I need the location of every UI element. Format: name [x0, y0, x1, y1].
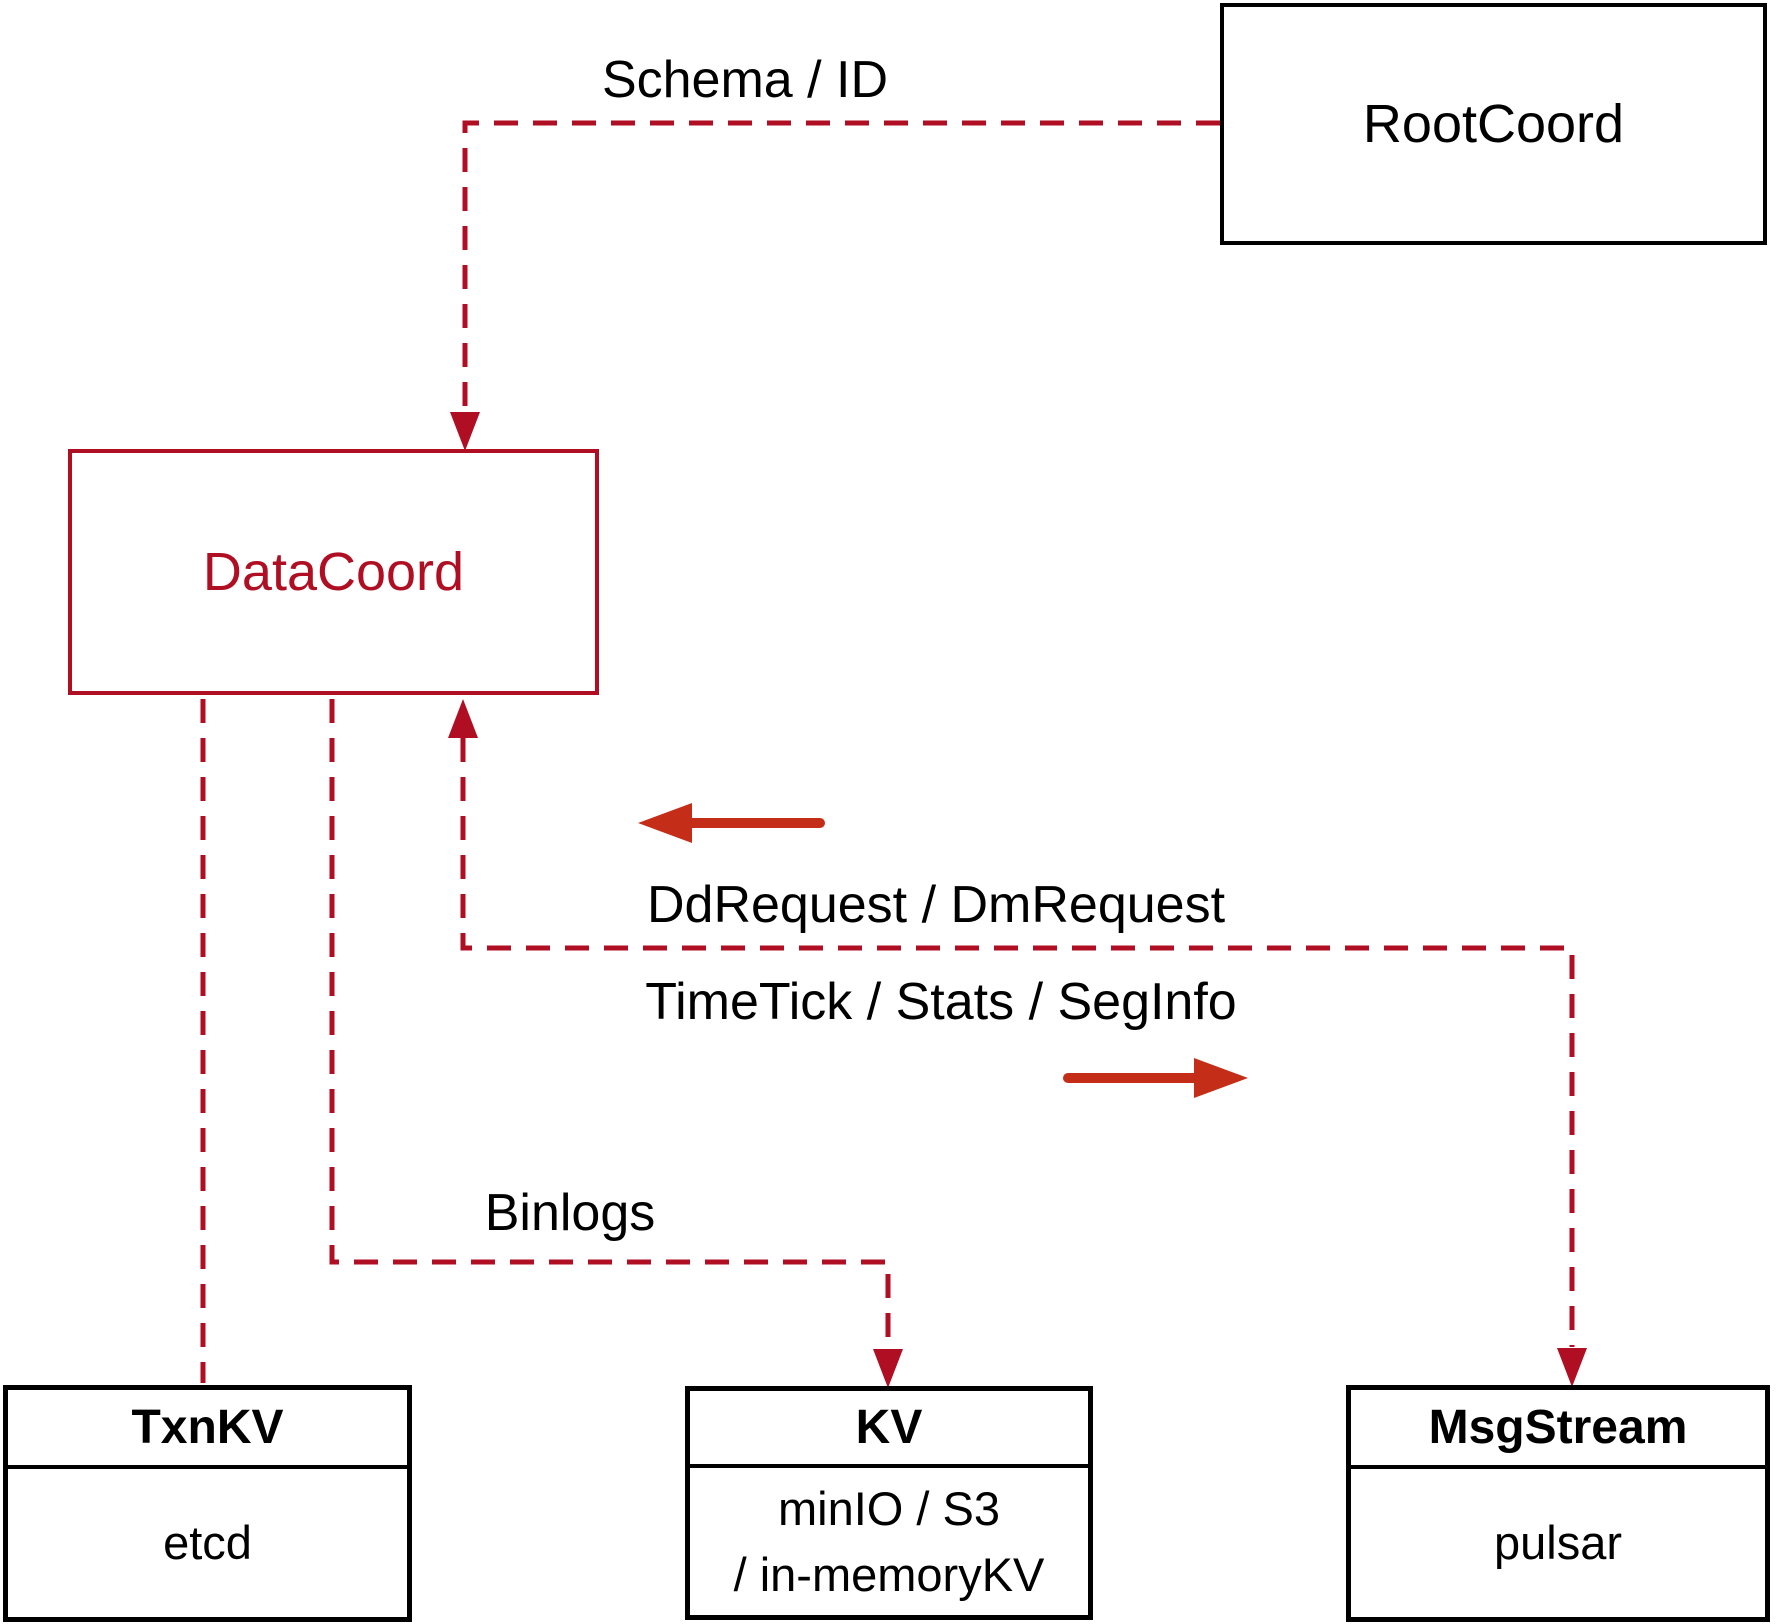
kv-header: KV: [690, 1391, 1088, 1468]
msgstream-title: MsgStream: [1428, 1401, 1688, 1454]
edge-ddrequest-timetick: [448, 699, 1587, 1387]
direction-arrow-right: [1063, 1058, 1248, 1098]
txnkv-body: etcd: [8, 1469, 407, 1617]
binlogs-label: Binlogs: [484, 1184, 656, 1242]
left-arrowhead-icon: [638, 803, 692, 843]
rootcoord-title: RootCoord: [1362, 94, 1625, 154]
kv-impl-line2: / in-memoryKV: [733, 1547, 1045, 1601]
ddrequest-dmrequest-label: DdRequest / DmRequest: [646, 876, 1226, 934]
kv-node: KV minIO / S3 / in-memoryKV: [685, 1386, 1093, 1620]
datacoord-title: DataCoord: [202, 542, 465, 602]
kv-body: minIO / S3 / in-memoryKV: [690, 1468, 1088, 1615]
msgstream-body: pulsar: [1351, 1469, 1765, 1617]
txnkv-title: TxnKV: [131, 1401, 284, 1454]
down-arrowhead-icon: [873, 1349, 903, 1388]
kv-impl-line1: minIO / S3: [777, 1481, 1000, 1535]
kv-title: KV: [855, 1401, 923, 1454]
txnkv-header: TxnKV: [8, 1390, 407, 1469]
edge-binlogs: [329, 699, 903, 1388]
timetick-stats-seginfo-label: TimeTick / Stats / SegInfo: [645, 973, 1237, 1031]
msgstream-node: MsgStream pulsar: [1346, 1385, 1770, 1622]
edge-schema-id: [450, 120, 1220, 451]
right-arrowhead-icon: [1194, 1058, 1248, 1098]
down-arrowhead-icon: [1557, 1348, 1587, 1387]
up-arrowhead-icon: [448, 699, 478, 738]
rootcoord-node: RootCoord: [1220, 3, 1767, 245]
down-arrowhead-icon: [450, 412, 480, 451]
msgstream-header: MsgStream: [1351, 1390, 1765, 1469]
txnkv-impl: etcd: [163, 1516, 252, 1569]
msgstream-impl: pulsar: [1493, 1516, 1622, 1569]
datacoord-node: DataCoord: [68, 449, 599, 695]
schema-id-label: Schema / ID: [601, 51, 889, 109]
direction-arrow-left: [638, 803, 825, 843]
txnkv-node: TxnKV etcd: [3, 1385, 412, 1622]
